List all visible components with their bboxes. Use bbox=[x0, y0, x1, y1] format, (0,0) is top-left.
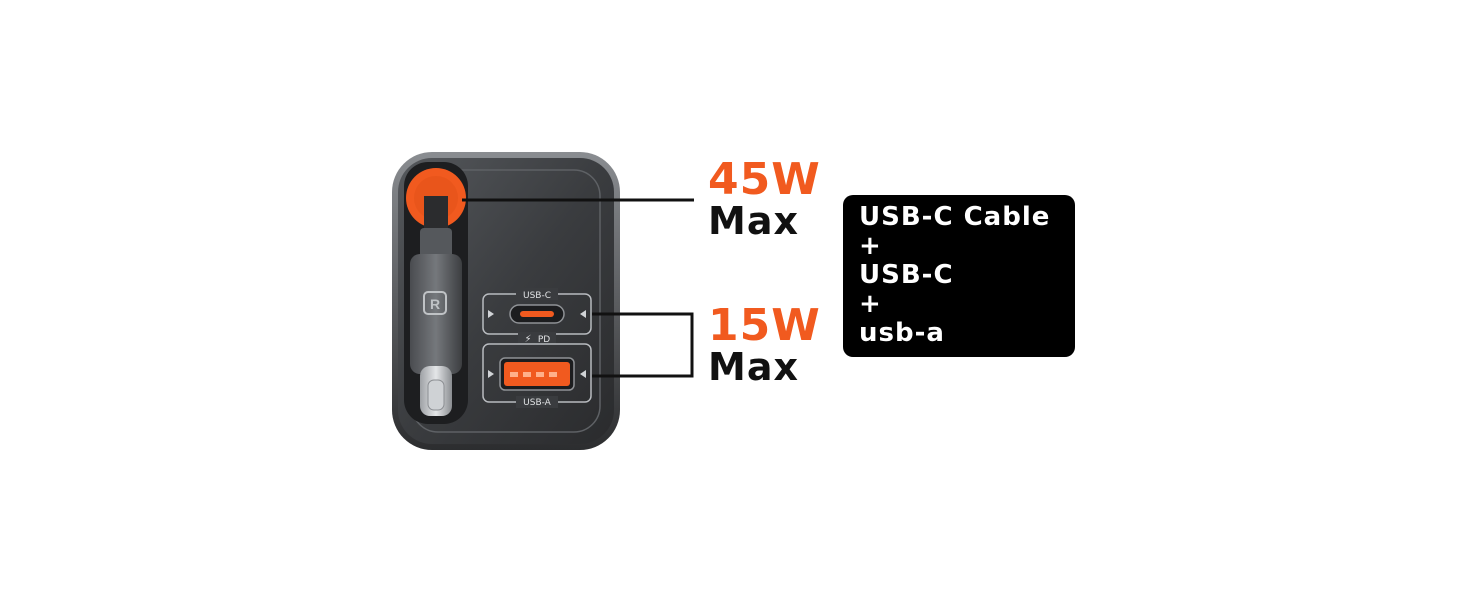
info-line: usb-a bbox=[859, 318, 945, 348]
retractable-cable: R bbox=[406, 168, 466, 416]
svg-text:R: R bbox=[430, 296, 440, 312]
pd-label: PD bbox=[538, 335, 550, 345]
info-line: + bbox=[859, 289, 882, 319]
callout-bottom-unit: Max bbox=[708, 345, 799, 389]
lightning-icon: ⚡ bbox=[524, 334, 531, 345]
callout-top-watt: 45W bbox=[708, 154, 821, 205]
info-box: USB-C Cable + USB-C + usb-a bbox=[843, 195, 1075, 357]
callout-top: 45W Max bbox=[708, 154, 821, 243]
callout-bottom: 15W Max bbox=[708, 300, 821, 389]
usb-c-port-label: USB-C bbox=[523, 291, 551, 301]
info-line: USB-C bbox=[859, 260, 954, 290]
usb-a-port-label: USB-A bbox=[523, 398, 552, 408]
brand-logo-icon bbox=[423, 291, 447, 315]
callout-lines bbox=[462, 198, 694, 378]
info-line: USB-C Cable bbox=[859, 202, 1051, 232]
port-panel: USB-C ⚡ PD USB-A bbox=[482, 288, 592, 408]
info-line: + bbox=[859, 231, 882, 261]
callout-top-unit: Max bbox=[708, 199, 799, 243]
callout-bottom-watt: 15W bbox=[708, 300, 821, 351]
